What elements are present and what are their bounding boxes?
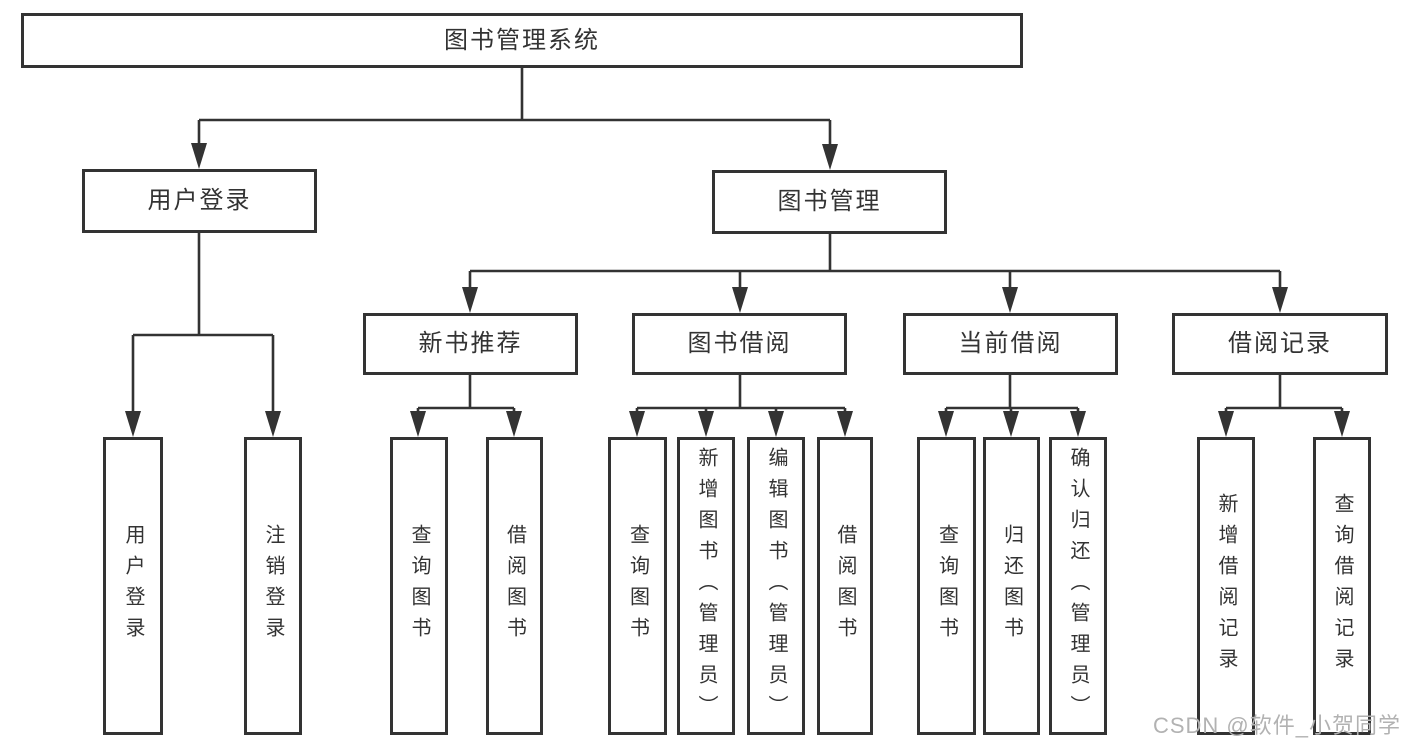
node-user-login: 用户登录 <box>82 169 317 233</box>
leaf-borrow-books-borrowing: 借阅图书 <box>817 437 873 735</box>
leaf-query-borrow-record: 查询借阅记录 <box>1313 437 1371 735</box>
arrowhead <box>768 411 784 437</box>
arrowhead <box>1272 287 1288 313</box>
node-current-borrowing: 当前借阅 <box>903 313 1118 375</box>
leaf-query-books-recommend: 查询图书 <box>390 437 448 735</box>
leaf-query-books-current-label: 查询图书 <box>935 524 958 648</box>
arrowhead <box>1218 411 1234 437</box>
arrowhead <box>191 143 207 169</box>
node-root-label: 图书管理系统 <box>444 26 600 54</box>
arrowhead <box>410 411 426 437</box>
leaf-query-books-current: 查询图书 <box>917 437 976 735</box>
arrowhead <box>265 411 281 437</box>
leaf-return-books-label: 归还图书 <box>1000 524 1023 648</box>
arrowhead <box>629 411 645 437</box>
leaf-add-borrow-record-label: 新增借阅记录 <box>1215 493 1237 679</box>
leaf-logout: 注销登录 <box>244 437 302 735</box>
arrowhead <box>938 411 954 437</box>
leaf-add-books-admin: 新增图书（管理员） <box>677 437 735 735</box>
node-book-management-label: 图书管理 <box>777 188 882 215</box>
arrowhead <box>1002 287 1018 313</box>
arrowhead <box>732 287 748 313</box>
leaf-query-borrow-record-label: 查询借阅记录 <box>1331 493 1353 679</box>
node-borrowing-records-label: 借阅记录 <box>1228 330 1332 357</box>
leaf-borrow-books-recommend: 借阅图书 <box>486 437 543 735</box>
arrowhead <box>822 144 838 170</box>
leaf-query-books-borrowing: 查询图书 <box>608 437 667 735</box>
node-book-borrowing-label: 图书借阅 <box>687 330 792 357</box>
node-book-borrowing: 图书借阅 <box>632 313 847 375</box>
arrowhead <box>1070 411 1086 437</box>
leaf-confirm-return-admin-label: 确认归还（管理员） <box>1067 446 1089 726</box>
arrowhead <box>462 287 478 313</box>
arrowhead <box>506 411 522 437</box>
node-user-login-label: 用户登录 <box>147 187 252 214</box>
node-current-borrowing-label: 当前借阅 <box>958 330 1063 357</box>
watermark: CSDN @软件_小贺同学 <box>1152 713 1401 738</box>
node-new-book-recommendation: 新书推荐 <box>363 313 578 375</box>
leaf-edit-books-admin: 编辑图书（管理员） <box>747 437 805 735</box>
node-borrowing-records: 借阅记录 <box>1172 313 1388 375</box>
leaf-add-books-admin-label: 新增图书（管理员） <box>695 446 717 726</box>
arrowhead <box>1334 411 1350 437</box>
leaf-confirm-return-admin: 确认归还（管理员） <box>1049 437 1107 735</box>
arrowhead <box>837 411 853 437</box>
arrowhead <box>1003 411 1019 437</box>
leaf-borrow-books-borrowing-label: 借阅图书 <box>834 524 856 648</box>
node-root: 图书管理系统 <box>21 13 1023 68</box>
leaf-edit-books-admin-label: 编辑图书（管理员） <box>765 446 787 726</box>
node-new-book-recommendation-label: 新书推荐 <box>418 330 523 357</box>
arrowhead <box>698 411 714 437</box>
leaf-borrow-books-recommend-label: 借阅图书 <box>503 524 526 648</box>
leaf-user-login: 用户登录 <box>103 437 163 735</box>
arrowhead <box>125 411 141 437</box>
leaf-query-books-recommend-label: 查询图书 <box>408 524 430 648</box>
leaf-query-books-borrowing-label: 查询图书 <box>626 524 649 648</box>
node-book-management: 图书管理 <box>712 170 947 234</box>
leaf-return-books: 归还图书 <box>983 437 1040 735</box>
leaf-add-borrow-record: 新增借阅记录 <box>1197 437 1255 735</box>
leaf-logout-label: 注销登录 <box>262 524 284 648</box>
leaf-user-login-label: 用户登录 <box>122 524 144 648</box>
